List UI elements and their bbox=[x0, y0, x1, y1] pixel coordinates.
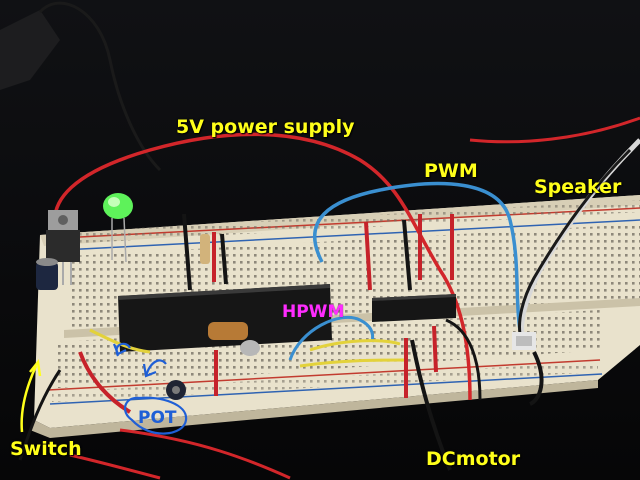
label-speaker: Speaker bbox=[534, 176, 622, 198]
label-hpwm: HPWM bbox=[282, 302, 345, 322]
power-connector bbox=[0, 10, 60, 90]
pot-annotation bbox=[112, 342, 188, 435]
motor-driver-chip bbox=[372, 294, 456, 322]
potentiometer bbox=[166, 380, 186, 400]
label-dcmotor: DCmotor bbox=[426, 448, 521, 470]
label-pot: POT bbox=[138, 408, 177, 428]
switch-arrow bbox=[20, 365, 38, 433]
label-pwm: PWM bbox=[424, 160, 478, 182]
green-led bbox=[103, 193, 133, 263]
label-5v-power-supply: 5V power supply bbox=[176, 116, 355, 138]
label-switch: Switch bbox=[10, 438, 82, 460]
microcontroller-chip bbox=[118, 284, 332, 352]
speaker-connector bbox=[512, 332, 536, 350]
